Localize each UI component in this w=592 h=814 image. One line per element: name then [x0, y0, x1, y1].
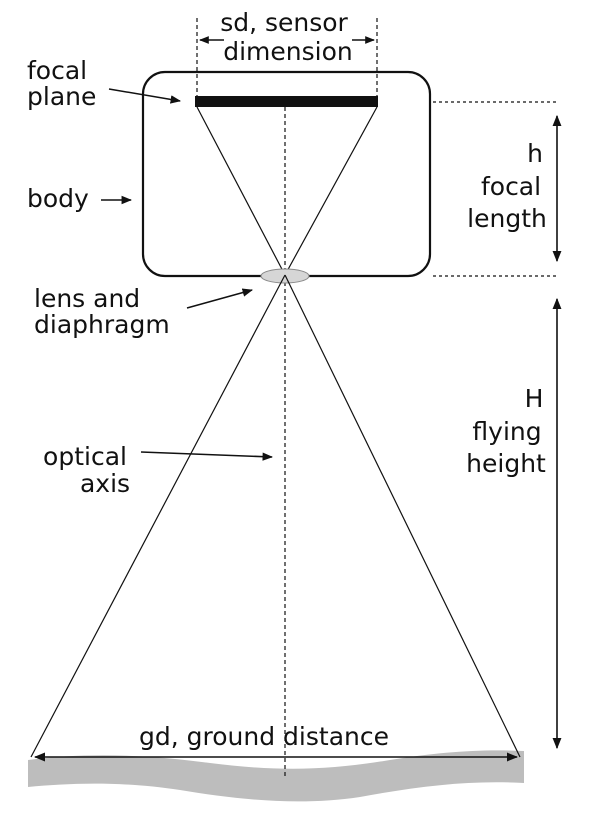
- lens-label-line-2: diaphragm: [34, 310, 170, 339]
- ray-inner-right: [284, 106, 378, 276]
- focal-plane-bar: [195, 96, 378, 107]
- sensor-dimension-label-line-1: sd, sensor: [220, 8, 348, 37]
- optical-axis-label: optical axis: [43, 442, 135, 498]
- lens-pointer-arrow: [186, 288, 254, 309]
- ground-surface: [28, 750, 524, 802]
- focal-plane-label-line-1: focal: [27, 56, 87, 85]
- focal-length-label-line-3: length: [467, 204, 547, 233]
- sensor-dimension-label: sd, sensor dimension: [220, 8, 356, 66]
- focal-plane-label: focal plane: [27, 56, 96, 111]
- ray-inner-left: [196, 106, 286, 276]
- ray-outer-right: [284, 274, 521, 758]
- focal-length-label: h focal length: [467, 139, 551, 233]
- lens-label: lens and diaphragm: [34, 284, 170, 339]
- focal-plane-pointer-arrow: [108, 88, 182, 104]
- ray-outer-left: [30, 274, 286, 758]
- optical-axis-pointer-arrow: [140, 451, 274, 461]
- focal-length-label-line-1: h: [527, 139, 543, 168]
- sensor-dimension-label-line-2: dimension: [223, 37, 353, 66]
- optical-axis-label-line-2: axis: [80, 469, 130, 498]
- lens-label-line-1: lens and: [34, 284, 140, 313]
- body-label: body: [27, 184, 89, 213]
- ground-distance-label: gd, ground distance: [139, 722, 389, 751]
- flying-height-label-line-3: height: [466, 449, 546, 478]
- optical-axis-label-line-1: optical: [43, 442, 127, 471]
- flying-height-label: H flying height: [466, 384, 551, 478]
- flying-height-label-line-1: H: [525, 384, 544, 413]
- focal-length-label-line-2: focal: [481, 172, 541, 201]
- focal-plane-label-line-2: plane: [27, 82, 96, 111]
- flying-height-label-line-2: flying: [472, 417, 541, 446]
